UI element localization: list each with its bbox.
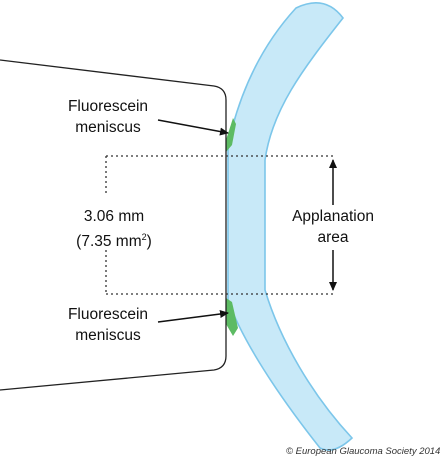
fluorescein-label-bottom-line2: meniscus — [75, 327, 141, 344]
tonometer-prism — [0, 59, 227, 391]
fluorescein-label-bottom: Fluorescein meniscus — [56, 304, 160, 346]
diameter-label: 3.06 mm (7.35 mm2) — [62, 206, 166, 252]
fluorescein-label-top-line1: Fluorescein — [67, 98, 149, 115]
fluorescein-label-top: Fluorescein meniscus — [56, 96, 160, 138]
fluorescein-label-bottom-line1: Fluorescein — [67, 306, 149, 323]
fluorescein-meniscus-top — [226, 118, 236, 152]
fluorescein-meniscus-bottom — [226, 298, 238, 336]
applanation-label-line2: area — [317, 229, 349, 246]
applanation-label: Applanation area — [280, 206, 386, 248]
copyright-notice: © European Glaucoma Society 2014 — [286, 446, 441, 457]
applanation-label-line1: Applanation — [292, 208, 374, 225]
area-value: (7.35 mm2) — [76, 232, 152, 251]
diameter-value: 3.06 mm — [83, 208, 145, 225]
area-unit-superscript: 2 — [141, 232, 147, 242]
fluorescein-label-top-line2: meniscus — [75, 119, 141, 136]
pointer-arrow-bottom — [157, 310, 229, 323]
pointer-arrow-top — [157, 119, 229, 136]
